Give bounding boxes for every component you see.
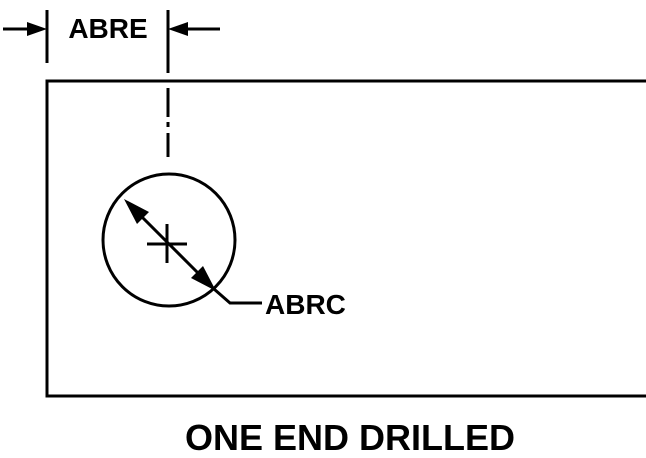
arrowhead-upper-icon: [124, 199, 149, 224]
arrow-right-icon: [27, 22, 47, 36]
caption: ONE END DRILLED: [185, 417, 515, 458]
dimension-label-abre: ABRE: [68, 13, 147, 44]
diameter-label-abrc: ABRC: [265, 289, 346, 320]
leader-line: [213, 287, 262, 305]
plate-outline: [45, 79, 646, 398]
arrowhead-lower-icon: [191, 266, 216, 291]
drilled-hole: [101, 172, 237, 308]
arrow-left-icon: [168, 22, 188, 36]
